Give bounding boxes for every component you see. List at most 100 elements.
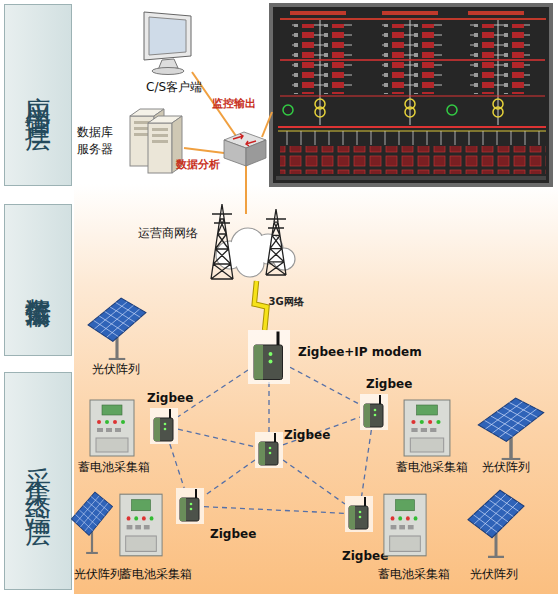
scada-screenshot	[447, 105, 457, 115]
zig-icon	[364, 404, 370, 427]
layer-band: 应用管理层	[4, 4, 72, 186]
solar-node: 光伏阵列	[86, 296, 148, 360]
scada-screenshot	[269, 3, 553, 187]
battery-icon	[382, 492, 428, 558]
zig-icon	[379, 395, 381, 404]
modem-icon	[248, 330, 290, 384]
battery-icon	[428, 420, 432, 424]
device-label: Zigbee+IP modem	[298, 345, 422, 360]
zigbee-link	[204, 507, 345, 514]
zig-icon	[345, 496, 373, 532]
scada-screenshot	[493, 107, 503, 117]
server-icon	[152, 140, 168, 143]
battery-icon	[421, 428, 427, 432]
zig-icon	[150, 408, 178, 444]
solar-icon	[486, 502, 518, 533]
monitor-icon	[149, 17, 186, 55]
modem-icon	[269, 352, 273, 356]
tower-icon	[211, 204, 233, 279]
layer-title: 采集终端层	[23, 446, 53, 516]
zigbee-link	[178, 429, 255, 447]
zig-icon	[349, 506, 368, 529]
battery-icon	[90, 400, 134, 456]
battery-icon	[127, 525, 133, 529]
solar-icon	[488, 556, 504, 558]
device-label: 运营商网络	[138, 226, 198, 241]
zigbee-link	[178, 429, 255, 447]
tower-icon	[237, 250, 263, 276]
battery-icon	[399, 525, 405, 529]
device-label: Zigbee	[147, 391, 193, 406]
battery-icon	[402, 398, 452, 458]
battery-icon	[414, 516, 418, 520]
solar-icon	[476, 396, 546, 460]
link-note: 监控输出	[212, 96, 256, 111]
scada-screenshot	[382, 11, 438, 15]
device-label: Zigbee	[284, 428, 330, 443]
server-icon	[152, 134, 168, 137]
scada-screenshot	[280, 59, 545, 61]
battery-icon	[106, 428, 112, 432]
zig-icon	[345, 496, 373, 532]
zig-icon	[164, 428, 167, 431]
device-label: 蓄电池采集箱	[396, 460, 468, 475]
device-label: 光伏阵列	[74, 567, 122, 582]
monitor-node: C/S客户端	[140, 10, 195, 76]
zigbee-link	[283, 417, 360, 445]
battery-icon	[420, 420, 424, 424]
zig-icon	[364, 404, 383, 427]
layer-band: 数据传输层	[4, 204, 72, 356]
device-label: Zigbee	[342, 549, 388, 564]
zig-icon	[150, 408, 178, 444]
orange-link	[262, 112, 272, 137]
modem-icon	[248, 330, 290, 382]
battery-icon	[97, 428, 103, 432]
solar-icon	[88, 298, 146, 341]
zig-node: Zigbee	[255, 432, 283, 468]
scada-screenshot	[290, 11, 346, 15]
battery-icon	[430, 428, 436, 432]
device-label: 光伏阵列	[470, 567, 518, 582]
zigbee-link	[362, 430, 372, 496]
battery-icon	[115, 428, 121, 432]
solar-icon	[76, 496, 99, 523]
zig-icon	[176, 488, 204, 524]
device-label: 蓄电池采集箱	[78, 460, 150, 475]
zig-icon	[349, 506, 355, 529]
battery-icon	[395, 500, 414, 511]
zigbee-link	[204, 460, 255, 496]
zig-icon	[154, 418, 160, 441]
device-label: 数据库 服务器	[77, 124, 117, 158]
zig-icon	[359, 511, 362, 514]
switch-symbol	[224, 140, 246, 166]
zig-icon	[360, 394, 388, 430]
zig-icon	[359, 516, 362, 519]
wireless-link	[254, 281, 267, 330]
battery-icon	[120, 494, 162, 556]
solar-icon	[499, 409, 536, 437]
zig-icon	[259, 442, 265, 465]
zig-icon	[255, 432, 283, 468]
battery-icon	[102, 405, 122, 415]
battery-icon	[411, 420, 415, 424]
solar-icon	[492, 405, 529, 433]
layer-band: 采集终端层	[4, 372, 72, 590]
scada-screenshot	[278, 131, 546, 145]
battery-icon	[135, 525, 141, 529]
battery-node: 蓄电池采集箱	[118, 492, 164, 558]
scada-screenshot	[278, 126, 546, 128]
zig-icon	[190, 503, 193, 506]
scada-screenshot	[280, 18, 546, 20]
zigbee-link	[283, 460, 345, 504]
solar-icon	[86, 552, 98, 554]
modem-icon	[254, 345, 283, 380]
zig-node: Zigbee	[150, 408, 178, 444]
battery-node: 蓄电池采集箱	[382, 492, 428, 558]
battery-icon	[408, 525, 414, 529]
layer-title: 应用管理层	[23, 75, 53, 115]
zig-icon	[374, 414, 377, 417]
scada-screenshot	[470, 24, 530, 94]
monitor-icon	[140, 10, 195, 76]
